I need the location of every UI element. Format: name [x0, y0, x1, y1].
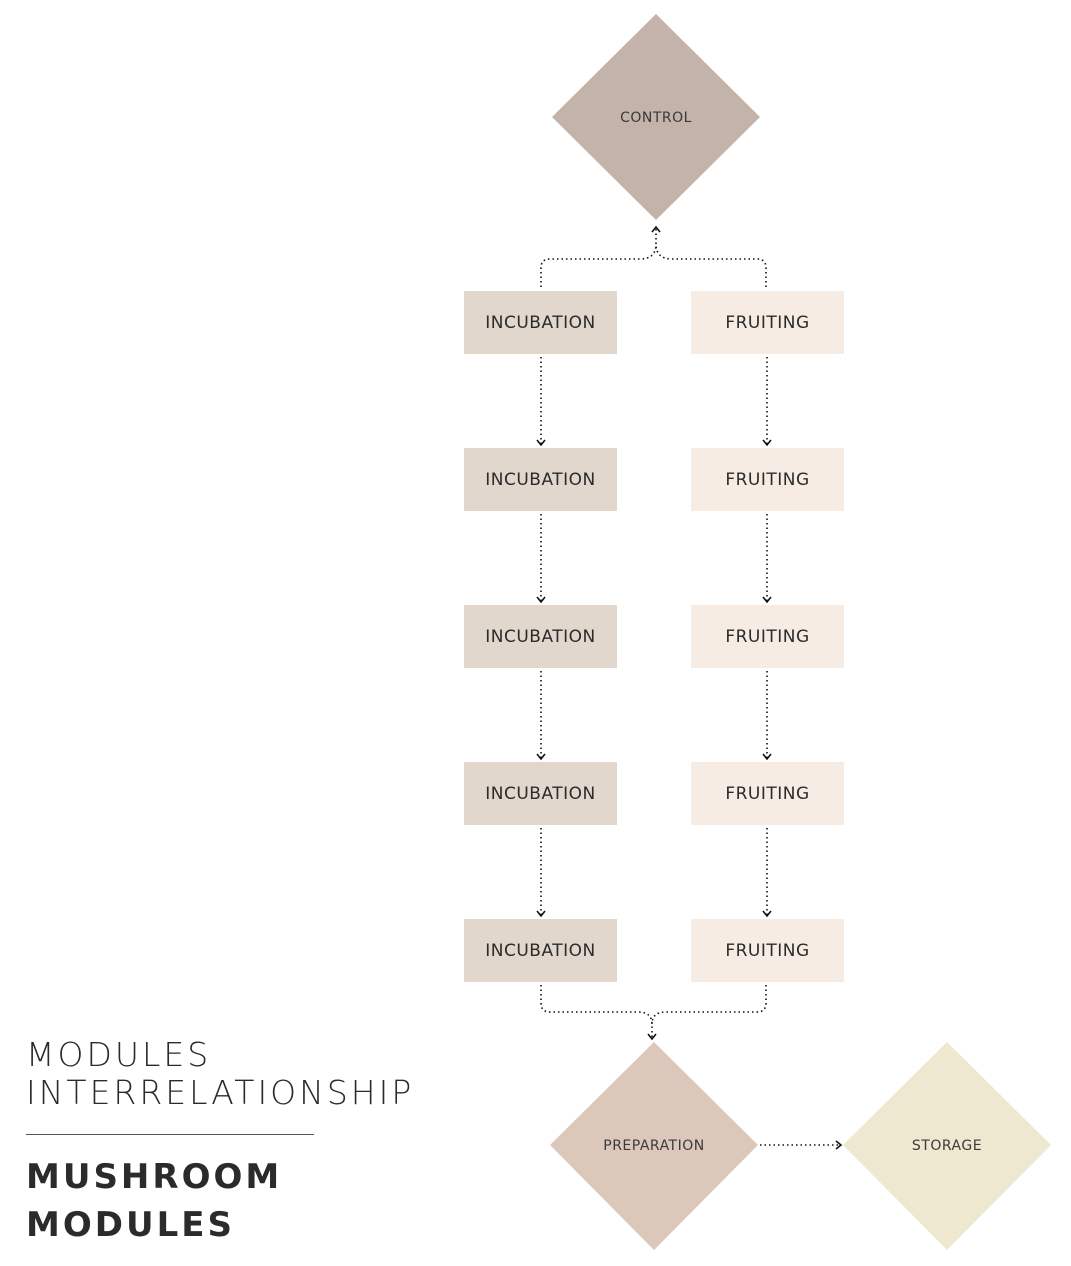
fruiting-label: FRUITING	[725, 784, 809, 804]
fruiting-label: FRUITING	[725, 470, 809, 490]
fruiting-node[interactable]: FRUITING	[691, 919, 844, 982]
storage-diamond	[843, 1042, 1051, 1250]
fruiting-connectors	[762, 357, 772, 918]
arrowhead	[536, 439, 546, 447]
preparation-node[interactable]: PREPARATION	[550, 1042, 758, 1250]
connector-to-control	[540, 225, 767, 287]
arrowhead	[536, 596, 546, 604]
incubation-node[interactable]: INCUBATION	[464, 919, 617, 982]
arrowhead	[647, 1033, 657, 1041]
preparation-diamond	[550, 1042, 758, 1250]
incubation-label: INCUBATION	[485, 941, 596, 961]
incubation-label: INCUBATION	[485, 470, 596, 490]
incubation-label: INCUBATION	[485, 784, 596, 804]
fruiting-node[interactable]: FRUITING	[691, 448, 844, 511]
arrowhead	[762, 753, 772, 761]
storage-node[interactable]: STORAGE	[843, 1042, 1051, 1250]
fruiting-label: FRUITING	[725, 627, 809, 647]
title-divider	[26, 1134, 314, 1135]
control-diamond	[552, 14, 760, 220]
fruiting-box	[691, 762, 844, 825]
incubation-box	[464, 919, 617, 982]
title-line-2: MODULES	[26, 1205, 235, 1245]
fruiting-node[interactable]: FRUITING	[691, 605, 844, 668]
title-block: MODULES INTERRELATIONSHIP MUSHROOM MODUL…	[26, 1036, 414, 1249]
fruiting-label: FRUITING	[725, 941, 809, 961]
fruiting-node[interactable]: FRUITING	[691, 762, 844, 825]
subtitle-line-2: INTERRELATIONSHIP	[26, 1073, 415, 1112]
title-line-1: MUSHROOM	[26, 1157, 283, 1197]
arrowhead	[536, 910, 546, 918]
fruiting-box	[691, 605, 844, 668]
arrowhead	[762, 910, 772, 918]
incubation-node[interactable]: INCUBATION	[464, 291, 617, 354]
arrowhead	[536, 753, 546, 761]
incubation-box	[464, 762, 617, 825]
arrowhead	[651, 225, 661, 233]
fruiting-box	[691, 448, 844, 511]
arrowhead	[762, 439, 772, 447]
incubation-label: INCUBATION	[485, 627, 596, 647]
incubation-node[interactable]: INCUBATION	[464, 762, 617, 825]
incubation-connectors	[536, 357, 546, 918]
fruiting-box	[691, 291, 844, 354]
subtitle-line-1: MODULES	[26, 1035, 212, 1074]
arrowhead	[762, 596, 772, 604]
arrowhead	[835, 1140, 843, 1150]
incubation-node[interactable]: INCUBATION	[464, 605, 617, 668]
fruiting-label: FRUITING	[725, 313, 809, 333]
fruiting-box	[691, 919, 844, 982]
incubation-node[interactable]: INCUBATION	[464, 448, 617, 511]
control-label: CONTROL	[620, 110, 692, 126]
control-node[interactable]: CONTROL	[552, 14, 760, 220]
incubation-label: INCUBATION	[485, 313, 596, 333]
connector-to-preparation	[540, 985, 767, 1041]
incubation-box	[464, 605, 617, 668]
connector-to-storage	[760, 1140, 843, 1150]
preparation-label: PREPARATION	[603, 1138, 704, 1154]
incubation-box	[464, 448, 617, 511]
storage-label: STORAGE	[912, 1138, 982, 1154]
incubation-box	[464, 291, 617, 354]
fruiting-node[interactable]: FRUITING	[691, 291, 844, 354]
incubation-column: INCUBATION INCUBATION INCUBATION INCUBAT…	[464, 291, 617, 982]
fruiting-column: FRUITING FRUITING FRUITING FRUITING FRUI…	[691, 291, 844, 982]
